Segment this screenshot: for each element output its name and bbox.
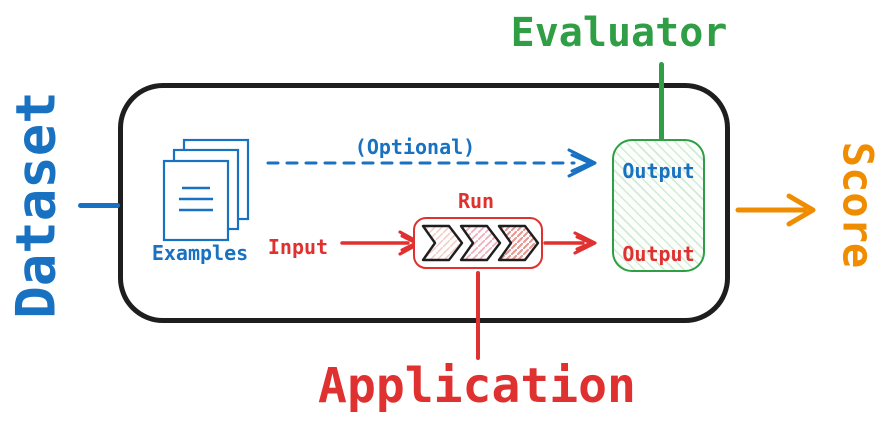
run-output-label: Output [622, 242, 695, 266]
document-page-front [162, 159, 230, 242]
run-output-arrow [543, 231, 597, 255]
documents-stack-icon [162, 138, 250, 242]
pipeline-step-1-chevron [421, 224, 464, 262]
run-label: Run [457, 189, 495, 213]
score-label: Score [833, 141, 883, 269]
dataset-label: Dataset [4, 91, 68, 319]
input-label: Input [267, 235, 329, 259]
evaluator-output-label: Output [622, 159, 695, 183]
system-boundary-box [118, 83, 730, 323]
pipeline-step-2-chevron [459, 224, 502, 262]
examples-label: Examples [151, 241, 249, 265]
optional-dashed-arrow [266, 148, 597, 178]
document-text-lines [179, 186, 213, 212]
pipeline-step-3-chevron [497, 224, 540, 262]
dataset-connector-line [78, 203, 120, 208]
optional-label: (Optional) [354, 135, 476, 159]
evaluator-output-box: Output Output [612, 139, 705, 272]
score-arrow [735, 193, 816, 227]
application-connector-line [476, 271, 480, 360]
run-box [413, 217, 543, 269]
chevron-pipeline-icon [421, 224, 540, 262]
application-label: Application [318, 358, 636, 414]
evaluator-connector-line [659, 62, 664, 141]
evaluator-label: Evaluator [510, 10, 728, 56]
